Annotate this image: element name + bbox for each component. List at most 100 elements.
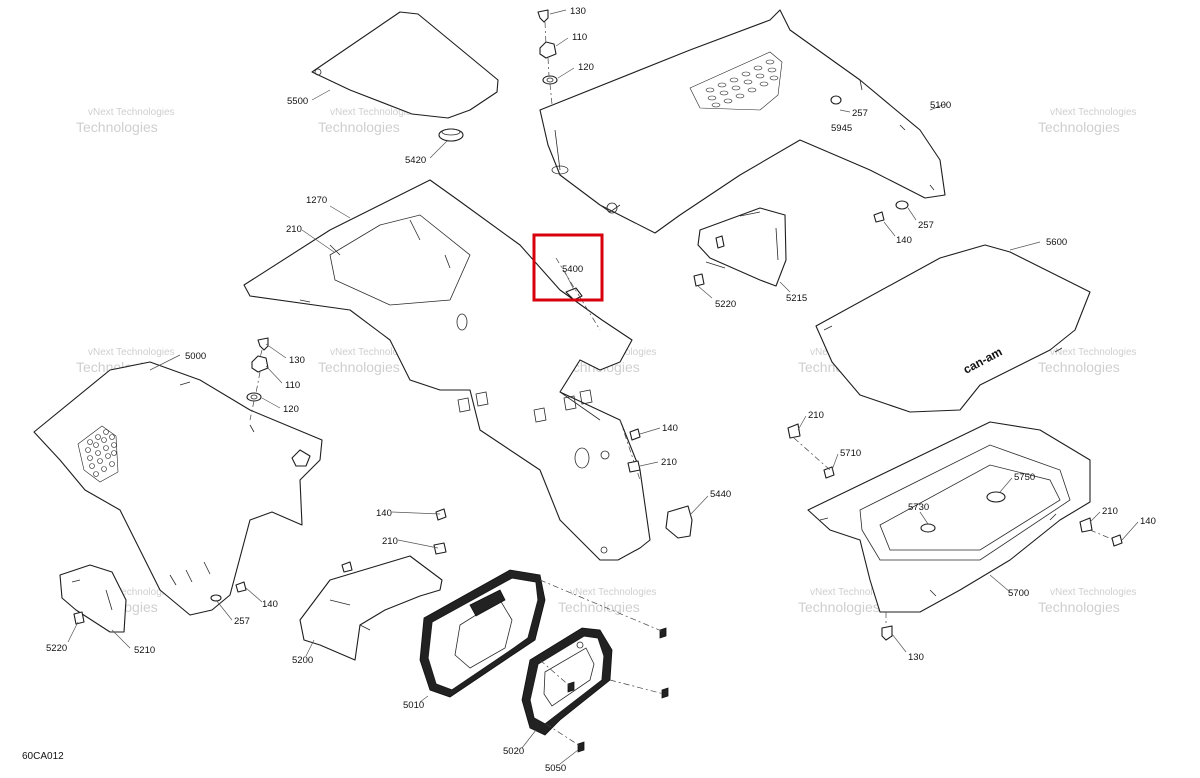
callout-label: 5700: [1008, 588, 1029, 599]
callout-label: 5220: [715, 299, 736, 310]
callout-label: 120: [578, 62, 594, 73]
fastener-5710: [823, 466, 835, 479]
callout-label: 140: [662, 423, 678, 434]
watermark-text: Technologies: [76, 119, 158, 135]
fastener-110-left: [251, 355, 269, 373]
watermark-text: vNext Technologies: [88, 587, 175, 598]
part-5420-grommet: [438, 128, 464, 142]
watermark-text: vNext Technologies: [330, 107, 417, 118]
watermark-text: vNext Technologies: [810, 587, 897, 598]
washer-120-left: [246, 392, 262, 402]
clip-210-bracket: [433, 542, 447, 555]
watermark-text: vNext Technologies: [88, 107, 175, 118]
callout-label: 140: [896, 235, 912, 246]
fastener-140-lowerleft: [235, 581, 247, 593]
highlight-box: [532, 233, 604, 302]
watermark-text: Technologies: [798, 599, 880, 615]
callout-label: 5100: [930, 100, 951, 111]
callout-label: 5220: [46, 643, 67, 654]
callout-label: 5210: [134, 645, 155, 656]
watermark-text: Technologies: [1038, 119, 1120, 135]
watermark-text: Technologies: [318, 359, 400, 375]
callout-label: 5500: [287, 96, 308, 107]
diagram-code: 60CA012: [22, 751, 64, 762]
callout-label: 210: [808, 410, 824, 421]
part-5700-tray: [807, 421, 1091, 613]
part-5000-fender: [33, 361, 323, 616]
callout-label: 210: [286, 224, 302, 235]
part-5210-plate: [59, 564, 127, 633]
callout-label: 5600: [1046, 237, 1067, 248]
fastener-130-top: [537, 9, 549, 23]
grille-pattern: [85, 429, 117, 477]
part-5500-panel: [311, 11, 499, 119]
screw-5050: [567, 627, 669, 753]
part-5010-housing: [419, 569, 546, 698]
assembly-axis-line: [249, 349, 263, 421]
callout-label: 5020: [503, 746, 524, 757]
callout-label: 257: [234, 616, 250, 627]
callout-label: 110: [285, 380, 300, 391]
callout-label: 140: [262, 599, 278, 610]
watermark-text: vNext Technologies: [1050, 347, 1137, 358]
fastener-140-center: [629, 428, 641, 441]
callout-label: 5000: [185, 351, 206, 362]
callout-label: 130: [289, 355, 305, 366]
watermark-text: Technologies: [1038, 599, 1120, 615]
part-5215-plate: [697, 207, 787, 287]
callout-label: 5010: [403, 700, 424, 711]
grille-pattern: [705, 59, 779, 108]
callout-label: 210: [1102, 506, 1118, 517]
clip-210-tray-right: [1079, 517, 1093, 533]
callout-label: 257: [852, 108, 868, 119]
part-5440-cap: [665, 505, 693, 539]
watermark-text: vNext Technologies: [88, 347, 175, 358]
callout-label: 5750: [1014, 472, 1035, 483]
part-5600-cover: can-am: [815, 244, 1091, 413]
watermark-text: vNext Technologies: [1050, 107, 1137, 118]
part-5100-panel: [539, 9, 946, 234]
watermark-text: Technologies: [318, 119, 400, 135]
callout-label: 130: [908, 652, 924, 663]
callout-label: 5440: [710, 489, 731, 500]
assembly-axis-line: [793, 437, 1115, 626]
callout-label: 5710: [840, 448, 861, 459]
watermark-text: vNext Technologies: [570, 587, 657, 598]
fastener-140-tray: [1111, 534, 1123, 547]
washer-257-lowerleft: [210, 594, 222, 602]
fastener-140-bracket: [435, 508, 447, 521]
part-5200-bracket: [299, 555, 443, 661]
watermark-text: vNext Technologies: [1050, 587, 1137, 598]
callout-label: 210: [661, 457, 677, 468]
clip-210-tray-top: [787, 423, 801, 439]
callout-label: 5730: [908, 502, 929, 513]
washer-120-top: [542, 75, 558, 85]
callout-label: 130: [570, 6, 586, 17]
callout-label: 5400: [562, 264, 583, 275]
watermark-text: Technologies: [1038, 359, 1120, 375]
fastener-110-top: [539, 41, 557, 59]
callout-label: 5945: [831, 123, 852, 134]
fastener-130-left: [257, 337, 269, 351]
fastener-5945: [830, 95, 842, 105]
callout-label: 5200: [292, 655, 313, 666]
fastener-130-tray: [881, 625, 893, 641]
callout-label: 5050: [545, 763, 566, 774]
fastener-140-bracket-b: [341, 561, 353, 573]
callout-label: 120: [283, 404, 299, 415]
part-5400-body: [243, 179, 651, 561]
watermark-text: Technologies: [558, 599, 640, 615]
callout-label: 5215: [786, 293, 807, 304]
callout-label: 5420: [405, 155, 426, 166]
callout-label: 140: [376, 508, 392, 519]
leader-lines: [67, 9, 1139, 765]
part-5220-clip-left: [73, 611, 85, 625]
part-5020-bezel: [521, 627, 613, 736]
callout-label: 257: [918, 220, 934, 231]
callout-label: 1270: [306, 195, 327, 206]
callout-label: 110: [572, 32, 587, 43]
fastener-140-right: [873, 211, 885, 223]
part-5220-clip-top: [693, 273, 705, 287]
callout-labels: 130 110 120 5500 5420 257 5100 5945 140 …: [46, 6, 1156, 774]
